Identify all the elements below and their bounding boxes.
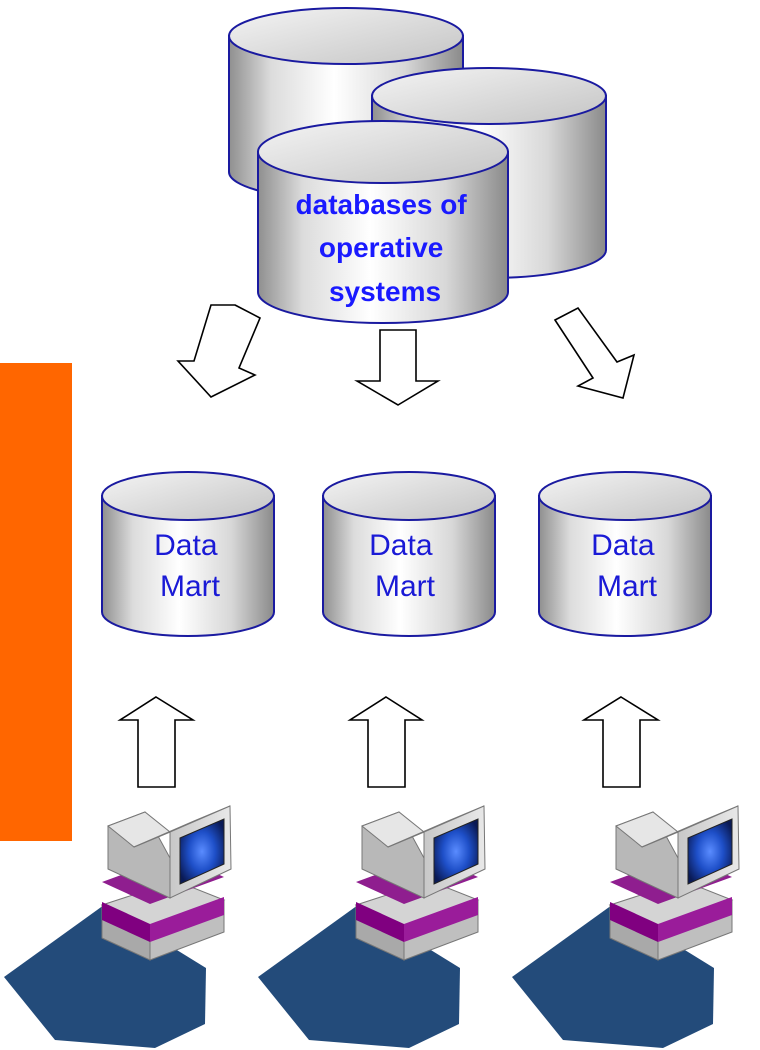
svg-text:Data Mart: Data Mart [591,529,663,603]
data-mart-1-label-line-2: Mart [160,570,221,603]
operative-database-front: databases of operative systems [257,120,509,324]
ops-label-line-2: operative [319,232,444,263]
arrow-up-center [347,696,425,788]
computer-icon-2 [257,805,486,1049]
ops-label-line-3: systems [329,276,441,307]
computer-icon-1 [4,805,232,1048]
data-mart-2-label-line-1: Data [369,529,433,562]
ops-label-line-1: databases of [296,189,468,220]
data-mart-2: Data Mart [322,471,496,637]
svg-text:Data Mart: Data Mart [369,529,441,603]
arrow-down-center [354,329,441,406]
arrow-down-right [553,306,636,399]
data-mart-3-label-line-1: Data [591,529,655,562]
computer-icon-3 [511,805,740,1049]
svg-text:Data Mart: Data Mart [154,529,226,603]
data-mart-1-label-line-1: Data [154,529,218,562]
data-mart-3-label-line-2: Mart [597,570,658,603]
arrow-up-right [581,696,661,788]
data-mart-2-label-line-2: Mart [375,570,436,603]
data-mart-3: Data Mart [538,471,712,637]
arrow-up-left [117,696,196,788]
arrow-down-left [176,304,262,398]
svg-text:databases of operative: databases of operative systems [296,189,475,307]
side-bar [0,363,72,841]
data-mart-1: Data Mart [101,471,275,637]
